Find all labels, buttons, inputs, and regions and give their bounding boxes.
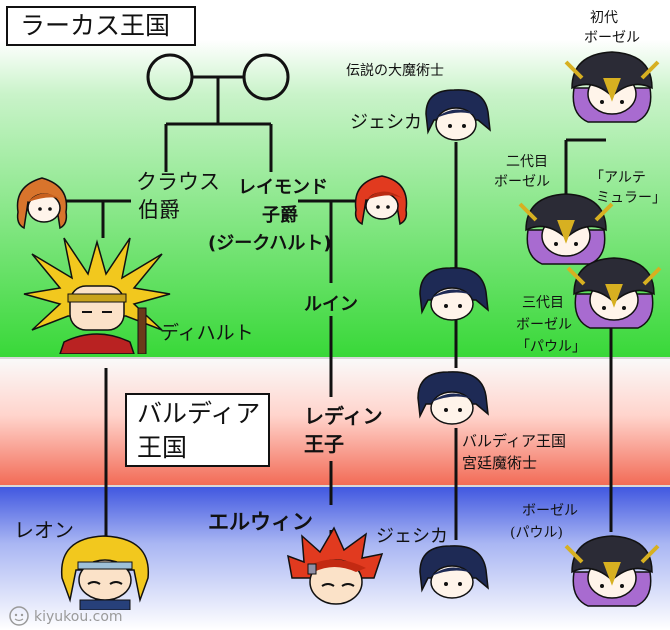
redin-label: レディン 王子 — [304, 402, 383, 458]
ruin-name: ルイン — [304, 294, 358, 315]
jessica-portrait-1 — [425, 89, 491, 141]
bosel-first-portrait — [564, 51, 660, 123]
alte-line-1: 「アルテ — [590, 170, 646, 186]
jessica-portrait-2 — [419, 267, 489, 321]
dihalt-portrait — [23, 237, 171, 354]
era-divider-1 — [0, 357, 670, 359]
raymond-wife-portrait — [354, 175, 408, 226]
bosel-second-ordinal: 二代目 — [506, 154, 548, 170]
alte-label: 「アルテ ミュラー」 — [590, 168, 666, 208]
baldia-court-line-1: バルディア王国 — [462, 432, 566, 450]
bosel-second-portrait — [518, 193, 614, 265]
jessica-name-bottom: ジェシカ — [376, 526, 448, 547]
bosel-paul-alias: (パウル) — [510, 525, 563, 541]
elwin-name: エルウィン — [208, 510, 313, 534]
kingdom-baldia-label-2: 王国 — [137, 433, 188, 462]
parent-circle-right — [242, 53, 290, 101]
bosel-first-label: 初代 ボーゼル — [584, 8, 640, 48]
bosel-third-portrait — [566, 257, 662, 329]
klaus-label: クラウス 伯爵 — [136, 168, 220, 224]
bosel-second-name: ボーゼル — [494, 174, 550, 190]
kingdom-larcus-box: ラーカス王国 — [6, 6, 196, 46]
parent-circle-left — [146, 53, 194, 101]
klaus-wife-portrait — [16, 177, 68, 230]
alte-line-2: ミュラー」 — [596, 190, 666, 206]
jessica-portrait-3 — [417, 371, 489, 425]
kingdom-larcus-label: ラーカス王国 — [20, 11, 171, 40]
bosel-paul-label: ボーゼル (パウル) — [510, 500, 578, 544]
leon-portrait — [60, 535, 149, 610]
bosel-third-name: ボーゼル — [516, 317, 572, 333]
bosel-second-label: 二代目 ボーゼル — [494, 152, 550, 192]
raymond-alias: (ジークハルト) — [208, 233, 332, 254]
legendary-mage-title: 伝説の大魔術士 — [346, 63, 444, 79]
dihalt-name: ディハルト — [160, 322, 254, 344]
jessica-name-top: ジェシカ — [350, 112, 422, 133]
watermark-face-icon — [9, 606, 29, 626]
raymond-label: レイモンド 子爵 (ジークハルト) — [208, 174, 332, 258]
watermark-text: kiyukou.com — [34, 609, 123, 625]
leon-name: レオン — [14, 518, 74, 542]
kingdom-baldia-label-1: バルディア — [137, 399, 261, 428]
redin-name: レディン — [304, 404, 383, 428]
bosel-third-alias: 「パウル」 — [516, 339, 586, 355]
klaus-title: 伯爵 — [138, 198, 180, 222]
bosel-third-ordinal: 三代目 — [522, 295, 564, 311]
baldia-court-line-2: 宮廷魔術士 — [462, 454, 538, 472]
bosel-paul-portrait — [564, 535, 660, 607]
bosel-first-name: ボーゼル — [584, 30, 640, 46]
raymond-name: レイモンド — [238, 177, 328, 198]
redin-title: 王子 — [304, 432, 344, 456]
era-baldia-band — [0, 358, 670, 486]
bosel-paul-name: ボーゼル — [522, 503, 578, 519]
jessica-portrait-4 — [419, 545, 489, 599]
era-divider-2 — [0, 485, 670, 487]
kingdom-baldia-box: バルディア王国 — [125, 393, 270, 467]
raymond-title: 子爵 — [262, 205, 298, 226]
elwin-portrait — [287, 526, 384, 605]
bosel-first-ordinal: 初代 — [590, 10, 618, 26]
klaus-name: クラウス — [136, 170, 220, 194]
baldia-court-mage-label: バルディア王国 宮廷魔術士 — [462, 430, 566, 474]
bosel-third-label: 三代目 ボーゼル 「パウル」 — [516, 292, 586, 358]
